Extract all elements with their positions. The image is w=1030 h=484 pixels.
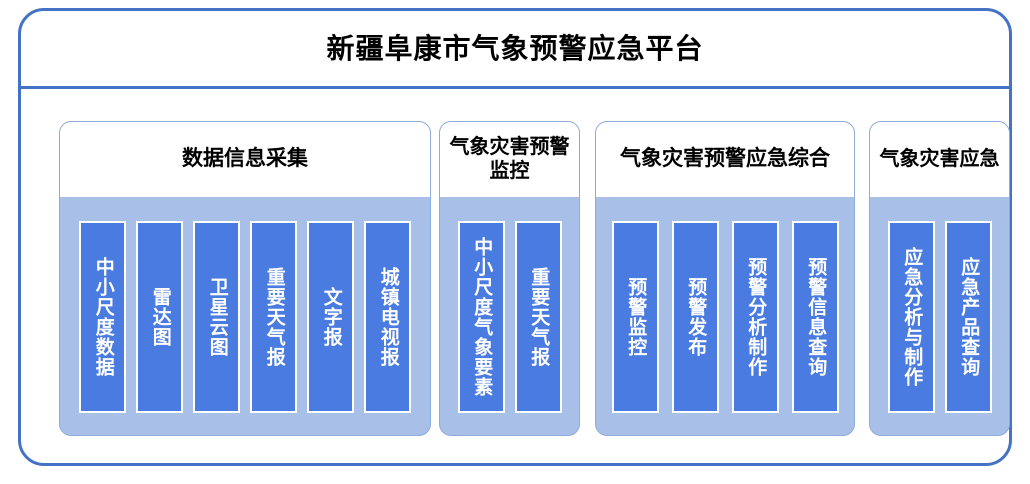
items-row-data-acquisition: 中小尺度数据 雷达图 卫星云图 重要天气报 文字报: [60, 197, 430, 435]
item-bar[interactable]: 预警信息查询: [791, 221, 839, 413]
item-label: 预警信息查询: [805, 257, 827, 377]
item-label: 卫星云图: [206, 277, 228, 357]
item-bar[interactable]: 应急分析与制作: [887, 221, 935, 413]
item-bar[interactable]: 重要天气报: [250, 221, 297, 413]
group-body-data-acquisition: 中小尺度数据 雷达图 卫星云图 重要天气报 文字报: [60, 197, 430, 435]
item-bar[interactable]: 中小尺度气象要素: [457, 221, 505, 413]
item-bar[interactable]: 应急产品查询: [944, 221, 992, 413]
item-label: 应急产品查询: [958, 257, 980, 377]
item-bar[interactable]: 中小尺度数据: [79, 221, 126, 413]
group-title-disaster-warning-monitoring: 气象灾害预警监控: [449, 135, 570, 182]
item-label: 预警监控: [625, 277, 647, 357]
item-label: 中小尺度数据: [92, 257, 114, 377]
group-data-acquisition[interactable]: 数据信息采集 中小尺度数据 雷达图 卫星云图 重: [59, 121, 431, 436]
group-title-data-acquisition: 数据信息采集: [182, 147, 308, 171]
item-bar[interactable]: 文字报: [307, 221, 354, 413]
group-header-data-acquisition: 数据信息采集: [60, 122, 430, 197]
page-title: 新疆阜康市气象预警应急平台: [326, 32, 704, 64]
group-title-disaster-emergency: 气象灾害应急: [879, 147, 1000, 170]
group-body-disaster-emergency: 应急分析与制作 应急产品查询: [870, 197, 1009, 435]
item-label: 重要天气报: [263, 267, 285, 367]
group-header-warning-emergency-integrated: 气象灾害预警应急综合: [596, 122, 854, 197]
item-label: 雷达图: [149, 287, 171, 347]
item-label: 预警分析制作: [745, 257, 767, 377]
item-bar[interactable]: 预警监控: [611, 221, 659, 413]
item-label: 中小尺度气象要素: [471, 237, 493, 397]
group-disaster-warning-monitoring[interactable]: 气象灾害预警监控 中小尺度气象要素 重要天气报: [439, 121, 580, 436]
item-label: 重要天气报: [528, 267, 550, 367]
items-row-warning-emergency-integrated: 预警监控 预警发布 预警分析制作 预警信息查询: [596, 197, 854, 435]
item-label: 城镇电视报: [377, 267, 399, 367]
group-title-warning-emergency-integrated: 气象灾害预警应急综合: [620, 147, 830, 171]
group-body-warning-emergency-integrated: 预警监控 预警发布 预警分析制作 预警信息查询: [596, 197, 854, 435]
item-bar[interactable]: 卫星云图: [193, 221, 240, 413]
groups-container: 数据信息采集 中小尺度数据 雷达图 卫星云图 重: [41, 121, 1010, 436]
item-bar[interactable]: 预警发布: [671, 221, 719, 413]
items-row-disaster-warning-monitoring: 中小尺度气象要素 重要天气报: [440, 197, 579, 435]
platform-title-bar: 新疆阜康市气象预警应急平台: [21, 11, 1009, 89]
item-bar[interactable]: 城镇电视报: [364, 221, 411, 413]
group-warning-emergency-integrated[interactable]: 气象灾害预警应急综合 预警监控 预警发布 预警分析制作: [595, 121, 855, 436]
item-bar[interactable]: 重要天气报: [514, 221, 562, 413]
item-label: 应急分析与制作: [901, 247, 923, 387]
item-bar[interactable]: 预警分析制作: [731, 221, 779, 413]
group-disaster-emergency[interactable]: 气象灾害应急 应急分析与制作 应急产品查询: [869, 121, 1010, 436]
item-bar[interactable]: 雷达图: [136, 221, 183, 413]
platform-frame: 新疆阜康市气象预警应急平台 数据信息采集 中小尺度数据 雷达图: [18, 8, 1012, 466]
group-header-disaster-warning-monitoring: 气象灾害预警监控: [440, 122, 579, 197]
item-label: 文字报: [320, 287, 342, 347]
items-row-disaster-emergency: 应急分析与制作 应急产品查询: [870, 197, 1009, 435]
group-header-disaster-emergency: 气象灾害应急: [870, 122, 1009, 197]
item-label: 预警发布: [685, 277, 707, 357]
group-body-disaster-warning-monitoring: 中小尺度气象要素 重要天气报: [440, 197, 579, 435]
